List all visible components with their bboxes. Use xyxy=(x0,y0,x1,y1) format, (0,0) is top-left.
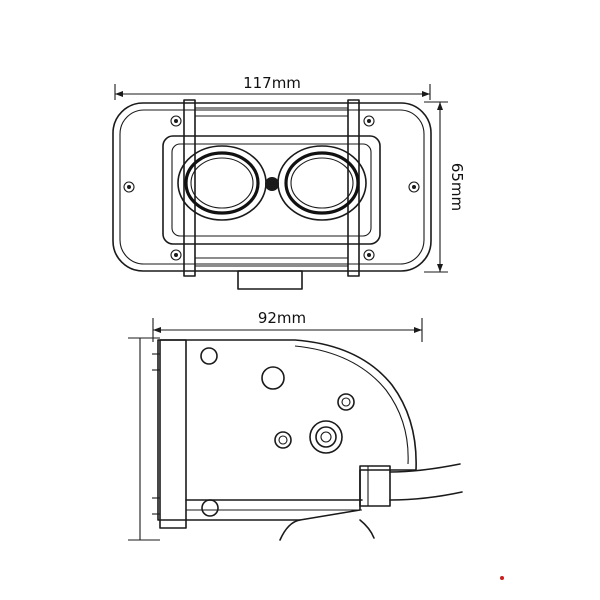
front-lens-window-inner xyxy=(171,143,372,237)
dimension-label-92mm: 92mm xyxy=(258,309,306,327)
front-lens-window-outer xyxy=(162,135,381,245)
front-housing-inner xyxy=(119,109,425,265)
dimension-height-front: 65mm xyxy=(424,101,466,273)
lens-right xyxy=(277,145,367,221)
side-front-plate xyxy=(159,339,187,529)
front-bracket xyxy=(183,99,360,277)
adjustment-knob xyxy=(309,420,343,454)
red-mark xyxy=(500,576,504,580)
dimension-label-117mm: 117mm xyxy=(243,74,301,92)
lens-center-screw xyxy=(265,177,279,191)
dimension-width-side: 92mm xyxy=(152,309,423,342)
front-screw-holes xyxy=(123,115,420,261)
dimension-label-65mm: 65mm xyxy=(448,163,466,211)
side-body-outline xyxy=(157,339,417,521)
lens-left xyxy=(177,145,267,221)
dimension-width-front: 117mm xyxy=(114,74,431,100)
power-cable xyxy=(389,463,463,501)
side-bottom-bolt xyxy=(279,519,301,541)
front-bottom-tab xyxy=(237,270,303,290)
side-holes xyxy=(200,347,355,517)
front-view: 117mm 65mm xyxy=(112,74,466,290)
side-view: 92mm xyxy=(128,309,463,541)
cable-gland xyxy=(359,465,391,507)
